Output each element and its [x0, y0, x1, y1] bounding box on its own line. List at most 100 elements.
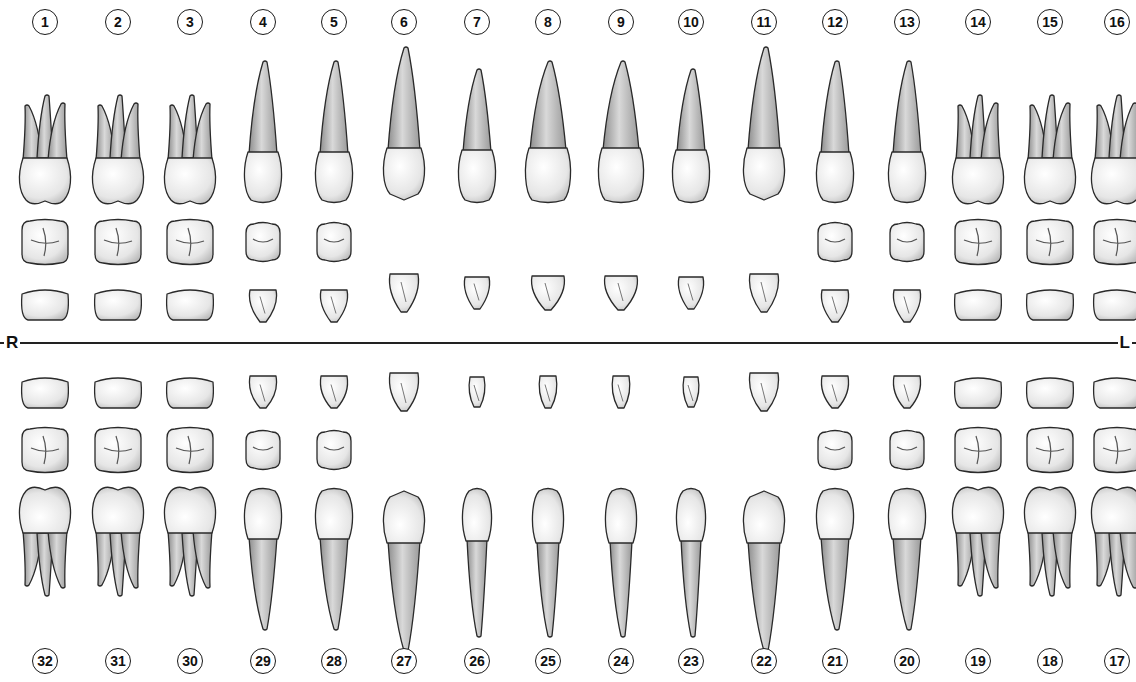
tooth-crown	[598, 148, 643, 203]
number-text: 23	[683, 654, 699, 668]
number-text: 31	[110, 654, 126, 668]
tooth-crown	[525, 148, 570, 203]
occlusal-view	[317, 431, 351, 470]
tooth-number: 24	[608, 648, 634, 674]
fissure-line	[1036, 436, 1064, 464]
tooth-root	[1120, 103, 1136, 160]
surface-shading	[260, 297, 265, 314]
tooth-root	[388, 541, 420, 652]
surface-shading	[401, 282, 406, 302]
surface-shading	[331, 385, 336, 402]
number-text: 9	[617, 15, 625, 29]
incisal-view	[1094, 290, 1136, 320]
tooth-root	[48, 103, 67, 160]
incisal-view	[1094, 378, 1136, 408]
tooth-number: 29	[250, 648, 276, 674]
tooth-number: 32	[32, 648, 58, 674]
occlusal-view	[890, 431, 924, 470]
occlusal-view	[246, 431, 280, 470]
tooth-root	[388, 47, 420, 150]
incisal-view	[389, 373, 418, 411]
surface-shading	[832, 297, 837, 314]
tooth-root	[893, 537, 921, 630]
tooth-number: 28	[321, 648, 347, 674]
number-text: 18	[1042, 654, 1058, 668]
tooth-number: 14	[965, 9, 991, 35]
incisal-view	[821, 290, 848, 322]
tooth-number: 15	[1037, 9, 1063, 35]
incisal-view	[469, 377, 485, 407]
tooth-root	[681, 539, 701, 637]
number-text: 30	[182, 654, 198, 668]
incisal-view	[539, 376, 557, 408]
occlusal-view	[95, 428, 141, 473]
number-text: 17	[1109, 654, 1125, 668]
incisal-view	[955, 378, 1002, 408]
incisal-view	[167, 290, 214, 320]
tooth-root	[320, 537, 348, 630]
tooth-crown	[952, 158, 1003, 204]
tooth-number: 8	[535, 9, 561, 35]
occlusal-view	[167, 428, 213, 473]
number-text: 1	[41, 15, 49, 29]
fissure-line	[324, 447, 344, 450]
tooth-root	[249, 537, 277, 630]
incisal-view	[678, 277, 703, 309]
fissure-line	[104, 228, 132, 256]
occlusal-view	[1094, 220, 1136, 265]
surface-shading	[545, 385, 550, 402]
tooth-root	[821, 537, 849, 630]
tooth-number: 17	[1104, 648, 1130, 674]
number-text: 4	[259, 15, 267, 29]
number-text: 13	[899, 15, 915, 29]
fissure-line	[176, 436, 204, 464]
fissure-line	[1103, 436, 1131, 464]
fissure-line	[897, 447, 917, 450]
tooth-root	[981, 103, 1000, 160]
tooth-root	[193, 531, 212, 588]
tooth-root	[677, 69, 705, 152]
surface-shading	[474, 284, 479, 301]
incisal-view	[605, 276, 638, 310]
incisal-view	[389, 274, 418, 312]
tooth-number: 20	[894, 648, 920, 674]
tooth-crown	[532, 489, 563, 544]
tooth-root	[981, 531, 1000, 588]
incisal-view	[821, 376, 848, 408]
fissure-line	[104, 436, 132, 464]
tooth-crown	[244, 489, 281, 540]
tooth-number: 3	[177, 9, 203, 35]
tooth-root	[467, 539, 487, 637]
upper-teeth	[19, 47, 1136, 204]
occlusal-view	[1027, 428, 1073, 473]
occlusal-view	[167, 220, 213, 265]
tooth-number: 4	[250, 9, 276, 35]
tooth-number: 16	[1104, 9, 1130, 35]
fissure-line	[31, 436, 59, 464]
tooth-number: 7	[464, 9, 490, 35]
fissure-line	[324, 239, 344, 242]
tooth-root	[1120, 531, 1136, 588]
tooth-root	[48, 531, 67, 588]
tooth-crown	[1091, 158, 1136, 204]
number-text: 28	[326, 654, 342, 668]
tooth-number: 6	[391, 9, 417, 35]
fissure-line	[964, 436, 992, 464]
incisal-view	[464, 277, 489, 309]
incisal-view	[167, 378, 214, 408]
incisal-view	[612, 376, 630, 408]
tooth-crown	[888, 152, 925, 203]
tooth-number: 2	[105, 9, 131, 35]
occlusal-view	[22, 220, 68, 265]
tooth-crown	[92, 487, 143, 533]
tooth-root	[610, 541, 632, 637]
tooth-number: 30	[177, 648, 203, 674]
number-text: 15	[1042, 15, 1058, 29]
occlusal-view	[1094, 428, 1136, 473]
number-text: 25	[540, 654, 556, 668]
tooth-crown	[816, 152, 853, 203]
number-text: 11	[757, 15, 772, 29]
incisal-view	[249, 376, 276, 408]
fissure-line	[1103, 228, 1131, 256]
